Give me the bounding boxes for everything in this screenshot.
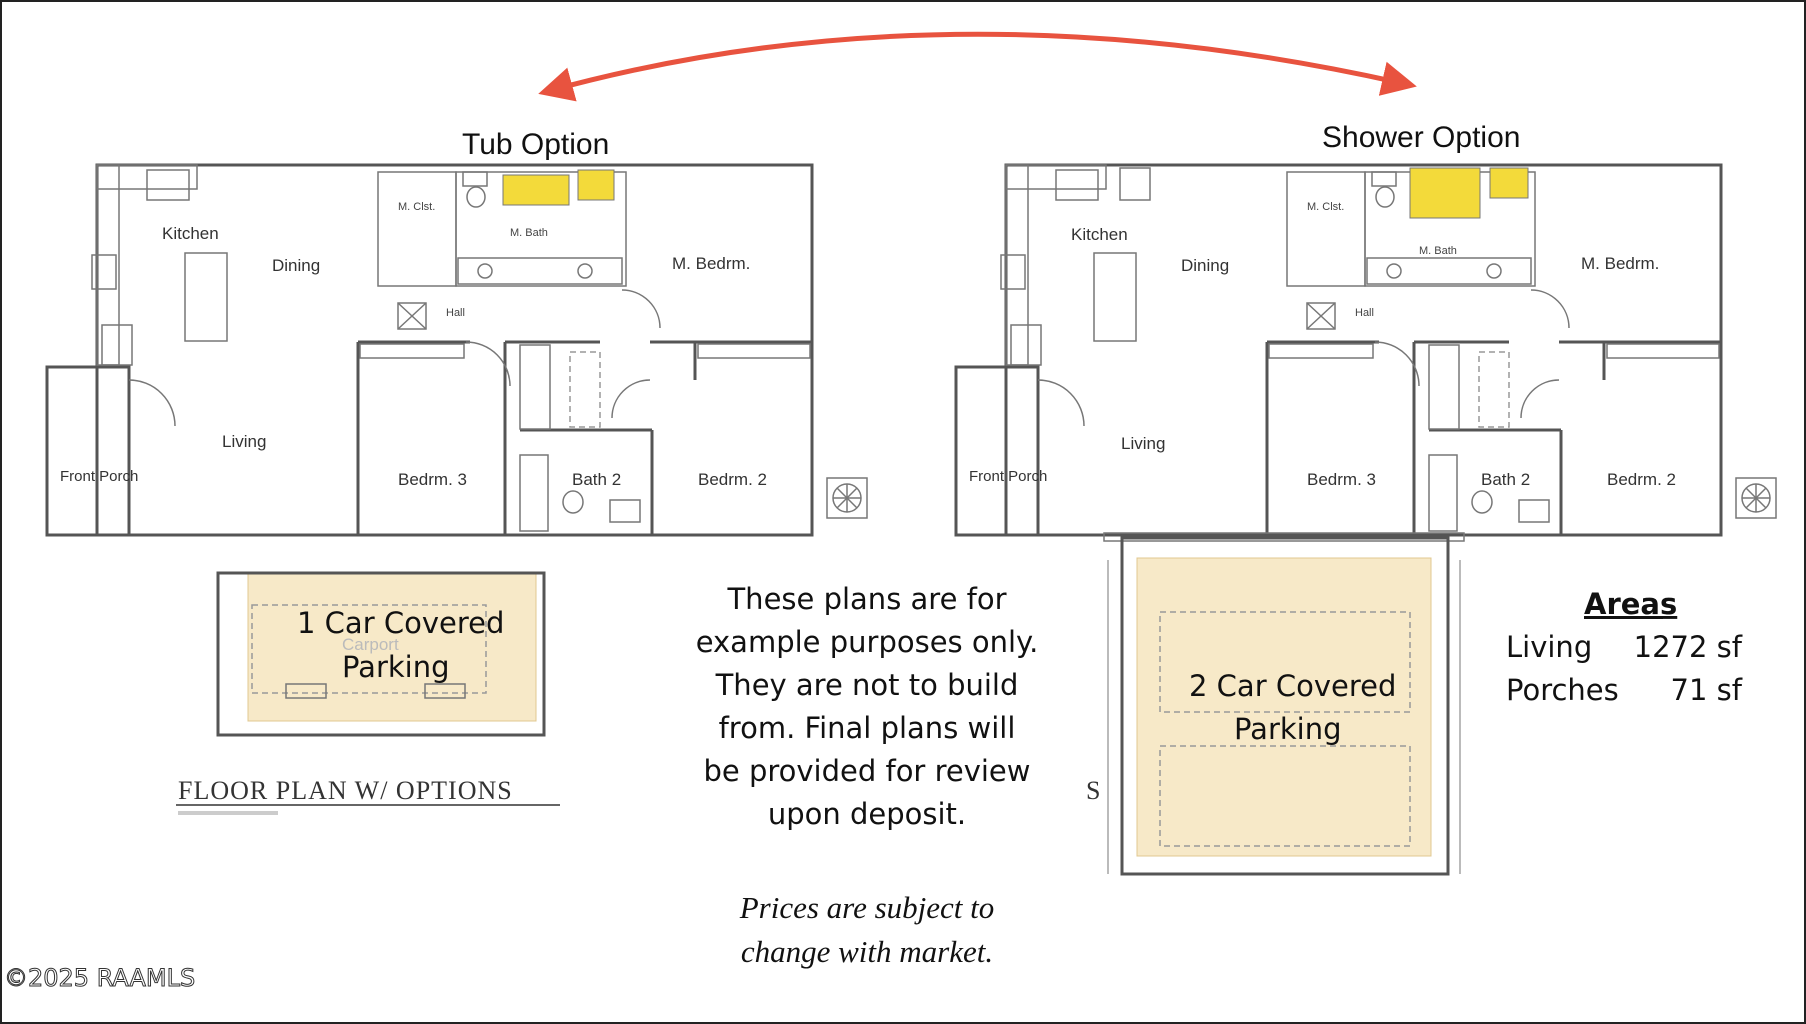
room-m-bedrm: M. Bedrm.	[672, 254, 750, 273]
room-m-clst: M. Clst.	[398, 201, 435, 213]
shower-parking-line2: Parking	[1234, 712, 1342, 746]
room-kitchen: Kitchen	[1071, 225, 1128, 244]
shower-parking-line1: 2 Car Covered	[1189, 669, 1396, 703]
room-dining: Dining	[1181, 256, 1229, 275]
tub-parking-line1: 1 Car Covered	[297, 606, 504, 640]
areas-row-label: Living	[1506, 630, 1592, 664]
room-m-bath: M. Bath	[1419, 245, 1457, 257]
areas-row-value: 71 sf	[1671, 673, 1743, 707]
tub-carport-area	[247, 572, 537, 722]
shower-caption-fragment: S	[1086, 776, 1101, 805]
room-dining: Dining	[272, 256, 320, 275]
disclaimer-line: example purposes only.	[696, 625, 1039, 659]
shower-floor-plan: Kitchen Dining M. Clst. M. Bath M. Bedrm…	[954, 163, 1777, 876]
room-bedrm3: Bedrm. 3	[398, 470, 467, 489]
room-bedrm2: Bedrm. 2	[698, 470, 767, 489]
room-bedrm3: Bedrm. 3	[1307, 470, 1376, 489]
room-carport: Carport	[342, 635, 399, 654]
disclaimer-line: These plans are for	[726, 582, 1006, 616]
room-front-porch: Front Porch	[969, 468, 1047, 485]
areas-row-label: Porches	[1506, 673, 1619, 707]
disclaimer-line: from. Final plans will	[719, 711, 1016, 745]
room-bath2: Bath 2	[1481, 470, 1530, 489]
room-bedrm2: Bedrm. 2	[1607, 470, 1676, 489]
room-m-bedrm: M. Bedrm.	[1581, 254, 1659, 273]
price-note-line: Prices are subject to	[739, 890, 995, 925]
tub-floor-plan: Kitchen Dining M. Clst. M. Bath M. Bedrm…	[45, 163, 868, 815]
room-hall: Hall	[1355, 307, 1374, 319]
room-bath2: Bath 2	[572, 470, 621, 489]
disclaimer-line: They are not to build	[715, 668, 1019, 702]
shower-option-title: Shower Option	[1322, 121, 1520, 154]
shower-fixture	[577, 169, 615, 201]
linen-fixture	[1489, 167, 1529, 199]
room-hall: Hall	[446, 307, 465, 319]
tub-parking-line2: Parking	[342, 650, 450, 684]
disclaimer-block: These plans are for example purposes only…	[696, 582, 1039, 969]
copyright-watermark: ©2025 RAAMLS	[4, 964, 195, 992]
room-m-clst: M. Clst.	[1307, 201, 1344, 213]
shower-carport-area	[1136, 557, 1432, 857]
room-kitchen: Kitchen	[162, 224, 219, 243]
disclaimer-line: upon deposit.	[768, 797, 966, 831]
room-front-porch: Front Porch	[60, 468, 138, 485]
room-living: Living	[222, 432, 266, 451]
double-arrow-icon	[538, 31, 1417, 102]
areas-heading: Areas	[1584, 587, 1677, 621]
areas-row-value: 1272 sf	[1634, 630, 1743, 664]
tub-option-title: Tub Option	[462, 128, 609, 161]
areas-table: Areas Living 1272 sf Porches 71 sf	[1506, 587, 1743, 707]
floor-plan-caption: FLOOR PLAN W/ OPTIONS	[178, 776, 513, 805]
price-note-line: change with market.	[741, 934, 993, 969]
disclaimer-line: be provided for review	[703, 754, 1030, 788]
room-living: Living	[1121, 434, 1165, 453]
compass-rose-icon	[826, 477, 868, 519]
room-m-bath: M. Bath	[510, 227, 548, 239]
compass-rose-icon	[1735, 477, 1777, 519]
tub-fixture	[502, 174, 570, 206]
walk-in-shower-fixture	[1409, 167, 1481, 219]
